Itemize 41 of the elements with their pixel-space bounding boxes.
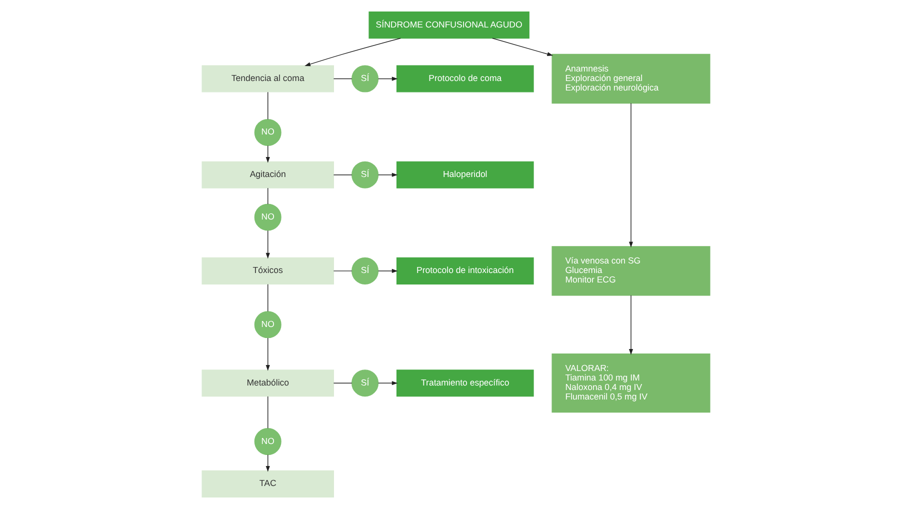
node-circle: NO <box>254 203 281 230</box>
node-box: Anamnesis Exploración general Exploración neurológica <box>551 53 710 104</box>
node-box: SÍNDROME CONFUSIONAL AGUDO <box>368 11 529 38</box>
node-box: Tóxicos <box>201 256 334 284</box>
node-circle: SÍ <box>351 64 378 92</box>
node-box: VALORAR: Tiamina 100 mg IM Naloxona 0,4 mg IV Flumacenil 0,5 mg IV <box>551 353 710 412</box>
connector <box>267 91 268 120</box>
node-circle: SÍ <box>351 256 378 284</box>
arrow <box>377 380 398 385</box>
connector <box>267 283 268 312</box>
arrow <box>265 230 270 258</box>
node-box: Tendencia al coma <box>201 64 334 92</box>
node-circle: SÍ <box>351 160 378 188</box>
node-circle: SÍ <box>351 369 378 396</box>
node-box: Tratamiento específico <box>396 369 534 396</box>
node-circle: NO <box>254 118 281 146</box>
arrow <box>265 454 270 472</box>
connector <box>332 270 352 271</box>
node-circle: NO <box>254 428 281 455</box>
connector <box>332 382 352 383</box>
node-box: Protocolo de intoxicación <box>396 256 534 284</box>
arrow <box>265 337 270 370</box>
node-circle: NO <box>254 310 281 338</box>
arrow <box>304 37 400 66</box>
connector <box>267 396 268 428</box>
node-box: TAC <box>201 470 334 497</box>
arrow <box>377 76 398 80</box>
arrow <box>265 144 270 162</box>
node-box: Agitación <box>201 160 334 188</box>
node-box: Vía venosa con SG Glucemia Monitor ECG <box>551 246 710 296</box>
connector <box>267 187 268 204</box>
node-box: Haloperidol <box>396 160 534 188</box>
node-box: Protocolo de coma <box>396 64 534 92</box>
arrow <box>628 102 633 248</box>
connector <box>332 174 352 175</box>
arrow <box>377 172 398 176</box>
arrow <box>628 294 633 354</box>
connector <box>332 78 352 79</box>
arrow <box>377 268 398 272</box>
arrow <box>492 37 553 56</box>
node-box: Metabólico <box>201 369 334 396</box>
